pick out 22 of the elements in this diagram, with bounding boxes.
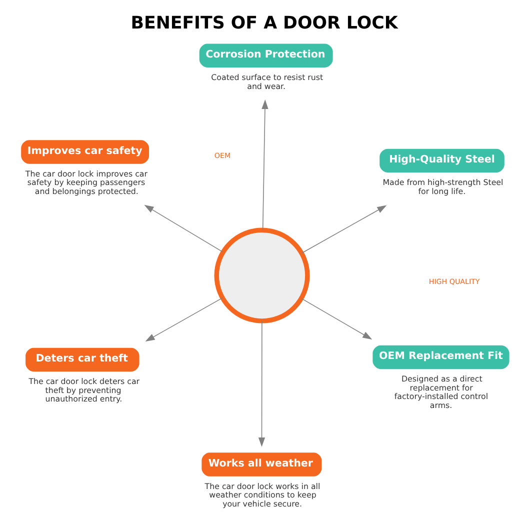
arrow: [145, 298, 223, 342]
arrow: [301, 205, 387, 254]
label: OEM: [214, 150, 231, 160]
node-label: The car door lock deters car theft by preventing unauthorized entry.: [28, 377, 140, 404]
node-label: The car door lock improves car safety by keeping passengers and belongings protected.: [25, 169, 148, 196]
node-box: Improves car safety: [21, 140, 150, 164]
node-box: Corrosion Protection: [199, 44, 333, 68]
node-label: Coated surface to resist rust and wear.: [211, 73, 324, 91]
node-circle: [214, 228, 310, 324]
arrow: [262, 100, 268, 230]
node-label: The car door lock works in all weather conditions to keep your vehicle secure.: [204, 482, 320, 508]
arrow: [258, 320, 266, 447]
label: HIGH QUALITY: [428, 277, 480, 286]
arrow: [144, 204, 224, 252]
node-box: OEM Replacement Fit: [372, 345, 510, 370]
node-label: Made from high-strength Steel for long life.: [382, 178, 504, 196]
arrow: [301, 298, 372, 340]
node-label: Designed as a direct replacement for factory-installed control arms.: [394, 374, 488, 410]
node-box: Works all weather: [202, 452, 322, 476]
node-box: Deters car theft: [26, 348, 140, 372]
node-box: High-Quality Steel: [380, 148, 504, 173]
diagram-title: BENEFITS OF A DOOR LOCK: [130, 13, 398, 34]
